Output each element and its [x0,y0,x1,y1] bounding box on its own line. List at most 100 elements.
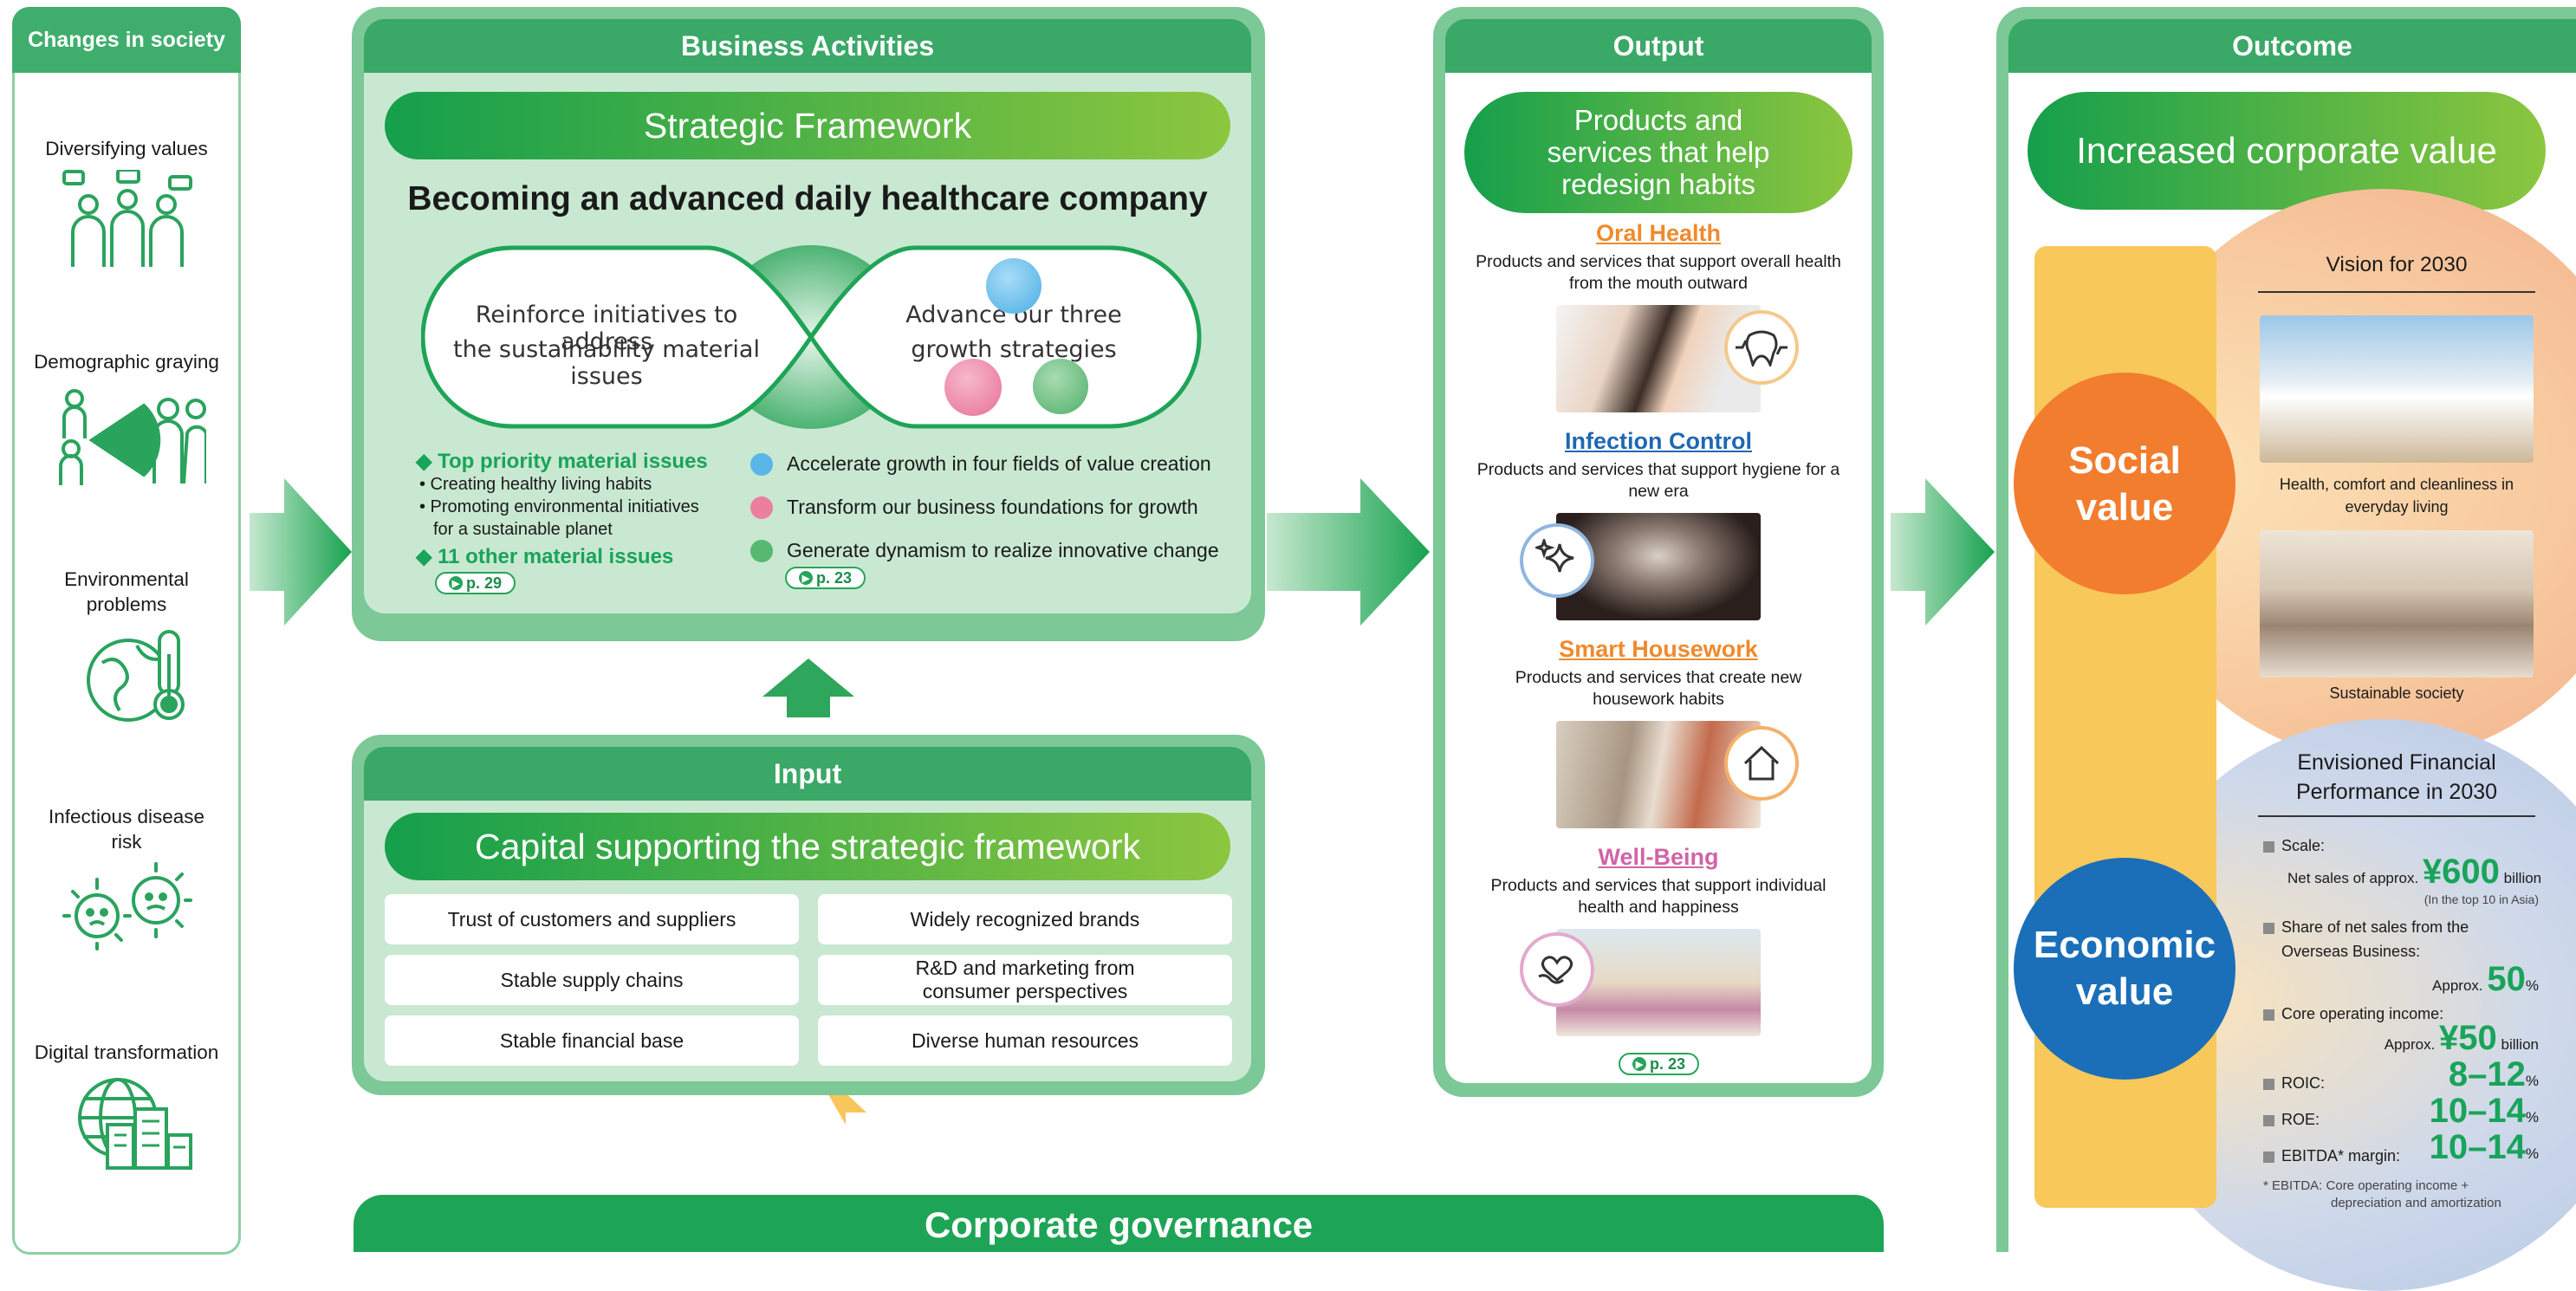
growth-circle-blue [986,258,1041,314]
vision-photo-seniors [2260,530,2534,678]
loop-left-line1: Reinforce initiatives to address [475,302,738,355]
strategic-framework-pill: Strategic Framework [385,92,1230,159]
bullet-environment-b: for a sustainable planet [433,520,613,539]
ebitda-value: 10–14 [2429,1128,2526,1166]
people-speech-icon [62,168,192,272]
headline: Becoming an advanced daily healthcare co… [407,180,1208,217]
strategy-item-2: Transform our business foundations for g… [750,496,1198,519]
arrow-right-icon: ▶ [1632,1057,1646,1071]
page-ref-23-business[interactable]: ▶p. 23 [785,567,866,589]
capital-supply: Stable supply chains [385,955,799,1005]
fin-scale-value: Net sales of approx. ¥600 billion [2287,853,2542,892]
product-title-housework: Smart Housework [1559,636,1758,662]
footnote-1: * EBITDA: Core operating income + [2263,1178,2469,1193]
globe-city-icon [75,1074,196,1170]
page-ref-23-business-label: p. 23 [816,568,853,587]
arrow-input-to-business [762,658,854,717]
vision-caption-2: Sustainable society [2329,684,2464,702]
square-bullet-icon [2263,1151,2274,1163]
fin-roic-label: ROIC: [2263,1074,2325,1093]
social-value-label: Social value [2068,439,2181,529]
house-icon [1724,726,1799,801]
footnote-2: depreciation and amortization [2331,1196,2501,1210]
product-desc-wellbeing: Products and services that support indiv… [1490,876,1827,917]
heart-hand-icon [1520,932,1594,1007]
other-issues-label: ◆ 11 other material issues [416,545,674,568]
ebitda-unit: % [2525,1145,2539,1162]
blue-dot-icon [750,452,773,476]
outcome-pill: Increased corporate value [2028,92,2546,210]
product-desc-oral: Products and services that support overa… [1476,252,1841,293]
arrow-output-to-outcome [1891,478,1995,626]
change-label-diversifying: Diversifying values [45,138,208,159]
page-ref-29-label: p. 29 [466,574,503,592]
fin-scale-label: Scale: [2263,837,2325,855]
aging-family-icon [57,388,208,485]
economic-value-circle [2014,858,2235,1080]
capital-financial: Stable financial base [385,1015,799,1066]
capital-pill: Capital supporting the strategic framewo… [385,813,1230,880]
product-desc-housework: Products and services that create new ho… [1515,668,1802,709]
overseas-prefix: Approx. [2432,977,2483,994]
square-bullet-icon [2263,1114,2274,1126]
capital-rnd: R&D and marketing from consumer perspect… [818,955,1232,1005]
ebitda-label: EBITDA* margin: [2281,1147,2401,1164]
vision-caption-1: Health, comfort and cleanliness in every… [2279,476,2514,516]
product-title-oral: Oral Health [1595,220,1722,246]
scale-label: Scale: [2281,837,2326,854]
output-header: Output [1445,19,1872,73]
arrow-right-icon: ▶ [449,576,463,590]
green-dot-icon [750,539,773,562]
strategy-label-1: Accelerate growth in four fields of valu… [787,452,1211,475]
roe-label: ROE: [2281,1111,2320,1128]
scale-prefix: Net sales of approx. [2287,870,2419,886]
product-title-infection: Infection Control [1565,428,1752,454]
fin-ebitda-label: EBITDA* margin: [2263,1147,2400,1165]
overseas-label-2: Overseas Business: [2281,943,2421,960]
tooth-icon [1724,310,1799,385]
output-pill: Products and services that help redesign… [1464,92,1853,213]
capital-trust: Trust of customers and suppliers [385,894,799,944]
roic-unit: % [2525,1073,2539,1089]
top-priority-label: ◆ Top priority material issues [416,450,708,473]
fin-ebitda-value: 10–14% [2287,1128,2539,1167]
change-label-infectious: Infectious disease risk [48,806,205,853]
scale-note: (In the top 10 in Asia) [2424,892,2539,906]
reinvestment-label: Capital reinvestment [1346,1132,1687,1171]
input-header: Input [364,747,1251,801]
coi-value: ¥50 [2439,1019,2497,1057]
fin-roe-value: 10–14% [2287,1092,2539,1131]
roe-value: 10–14 [2429,1092,2526,1130]
growth-circle-green [1033,359,1088,414]
coi-unit: billion [2501,1036,2539,1053]
changes-header: Changes in society [12,7,241,73]
vision-title: Vision for 2030 [2258,253,2535,293]
page-ref-23-output[interactable]: ▶p. 23 [1619,1053,1700,1075]
arrow-right-icon: ▶ [799,571,813,585]
pink-dot-icon [750,496,773,519]
strategy-item-3: Generate dynamism to realize innovative … [750,539,1219,562]
scale-unit: billion [2503,870,2542,886]
square-bullet-icon [2263,1009,2274,1021]
roe-unit: % [2525,1109,2539,1126]
bullet-environment-a: • Promoting environmental initiatives [419,497,699,516]
overseas-unit: % [2525,977,2539,994]
coi-label: Core operating income: [2281,1005,2444,1022]
fin-overseas-value: Approx. 50% [2287,960,2539,999]
outcome-header: Outcome [2008,19,2576,73]
fin-overseas-label: Share of net sales from the [2263,918,2469,937]
change-label-environment: Environmental problems [64,568,189,615]
loop-left-line2: the sustainability material issues [453,336,760,390]
social-value-circle [2014,373,2235,594]
coi-prefix: Approx. [2384,1036,2436,1053]
strategy-item-1: Accelerate growth in four fields of valu… [750,452,1211,476]
roic-label: ROIC: [2281,1074,2326,1092]
roic-value: 8–12 [2448,1055,2526,1093]
overseas-value: 50 [2487,960,2526,998]
page-ref-29[interactable]: ▶p. 29 [435,572,516,594]
change-label-graying: Demographic graying [34,351,219,373]
arrow-changes-to-business [250,478,352,626]
square-bullet-icon [2263,1078,2274,1090]
change-label-digital: Digital transformation [34,1041,219,1063]
fin-title-2: Performance in 2030 [2258,780,2535,817]
